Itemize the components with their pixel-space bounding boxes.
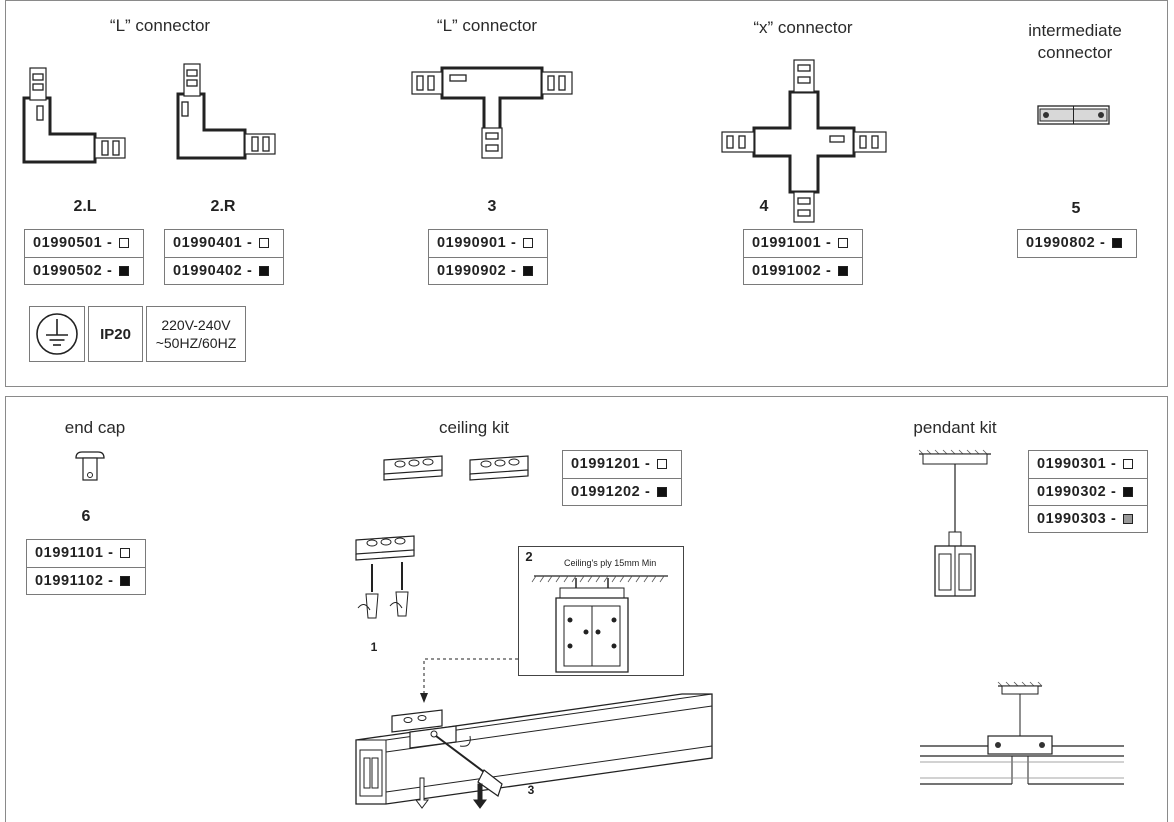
code-row: 01990501 - xyxy=(25,230,143,257)
black-swatch xyxy=(1112,238,1123,248)
step-2-label: 2 xyxy=(525,549,533,564)
top-panel xyxy=(5,0,1168,387)
white-swatch xyxy=(120,548,131,558)
black-swatch xyxy=(120,576,131,586)
code-box-ceiling-kit: 01991201 - 01991202 - xyxy=(562,450,682,506)
ceiling-kit-bracket-2-drawing xyxy=(469,455,529,481)
item-number-2l: 2.L xyxy=(73,198,97,215)
intermediate-connector-drawing xyxy=(1037,105,1110,125)
end-cap-title: end cap xyxy=(64,418,126,437)
black-swatch xyxy=(259,266,270,276)
black-swatch xyxy=(119,266,130,276)
t-connector-drawing xyxy=(411,66,573,159)
code-row: 01990303 - xyxy=(1029,505,1147,532)
white-swatch xyxy=(1123,459,1134,469)
black-swatch xyxy=(1123,487,1134,497)
code-box-pendant-kit: 01990301 - 01990302 - 01990303 - xyxy=(1028,450,1148,533)
code-row: 01990302 - xyxy=(1029,478,1147,505)
code-row: 01991102 - xyxy=(27,567,145,594)
white-swatch xyxy=(838,238,849,248)
code-row: 01991002 - xyxy=(744,257,862,284)
ceiling-ply-note: Ceiling's ply 15mm Min xyxy=(564,558,657,568)
ip-rating-box: IP20 xyxy=(88,306,143,362)
code-box-3: 01990901 - 01990902 - xyxy=(428,229,548,285)
step-3-label: 3 xyxy=(527,783,535,797)
code-row: 01991201 - xyxy=(563,451,681,478)
item-number-6: 6 xyxy=(81,508,91,525)
detail-leader-arrow xyxy=(420,658,518,703)
frequency-text: ~50HZ/60HZ xyxy=(155,335,237,351)
ceiling-kit-title: ceiling kit xyxy=(439,418,509,437)
code-box-5: 01990802 - xyxy=(1017,229,1137,258)
code-row: 01991101 - xyxy=(27,540,145,567)
l-connector-right-drawing xyxy=(176,63,276,160)
ground-symbol-icon xyxy=(36,313,78,355)
intermediate-connector-title: intermediate connector xyxy=(1028,21,1122,62)
pendant-kit-title: pendant kit xyxy=(913,418,997,437)
ceiling-kit-bracket-1-drawing xyxy=(383,455,443,481)
code-box-2l: 01990501 - 01990502 - xyxy=(24,229,144,285)
black-swatch xyxy=(838,266,849,276)
step-2-detail-box xyxy=(518,546,684,676)
code-row: 01990401 - xyxy=(165,230,283,257)
code-row: 01990402 - xyxy=(165,257,283,284)
white-swatch xyxy=(259,238,270,248)
code-row: 01990502 - xyxy=(25,257,143,284)
step-1-screws-drawing xyxy=(355,535,415,619)
code-box-4: 01991001 - 01991002 - xyxy=(743,229,863,285)
item-number-2r: 2.R xyxy=(210,198,236,215)
bottom-panel xyxy=(5,396,1168,822)
x-connector-drawing xyxy=(721,59,887,223)
code-row: 01991202 - xyxy=(563,478,681,505)
code-row: 01990802 - xyxy=(1018,230,1136,257)
x-connector-title: “x” connector xyxy=(753,18,853,37)
code-row: 01990301 - xyxy=(1029,451,1147,478)
step-2-profile-drawing xyxy=(531,575,668,673)
white-swatch xyxy=(657,459,668,469)
t-connector-title: “L” connector xyxy=(436,16,538,35)
step-1-label: 1 xyxy=(370,640,378,654)
black-swatch xyxy=(523,266,534,276)
item-number-4: 4 xyxy=(759,198,769,215)
grey-swatch xyxy=(1123,514,1134,524)
code-row: 01990901 - xyxy=(429,230,547,257)
code-box-6: 01991101 - 01991102 - xyxy=(26,539,146,595)
voltage-text: 220V-240V xyxy=(161,317,231,333)
ground-spec-box xyxy=(29,306,85,362)
white-swatch xyxy=(523,238,534,248)
code-row: 01990902 - xyxy=(429,257,547,284)
end-cap-drawing xyxy=(75,451,105,481)
white-swatch xyxy=(119,238,130,248)
pendant-joint-drawing xyxy=(920,681,1124,785)
l-connector-left-drawing xyxy=(22,67,126,164)
voltage-box: 220V-240V ~50HZ/60HZ xyxy=(146,306,246,362)
l-connector-title: “L” connector xyxy=(109,16,211,35)
black-swatch xyxy=(657,487,668,497)
item-number-5: 5 xyxy=(1071,200,1081,217)
ip-rating: IP20 xyxy=(100,325,131,343)
step-3-rail-drawing xyxy=(355,693,713,809)
code-row: 01991001 - xyxy=(744,230,862,257)
item-number-3: 3 xyxy=(487,198,497,215)
code-box-2r: 01990401 - 01990402 - xyxy=(164,229,284,285)
pendant-kit-drawing xyxy=(918,449,991,597)
